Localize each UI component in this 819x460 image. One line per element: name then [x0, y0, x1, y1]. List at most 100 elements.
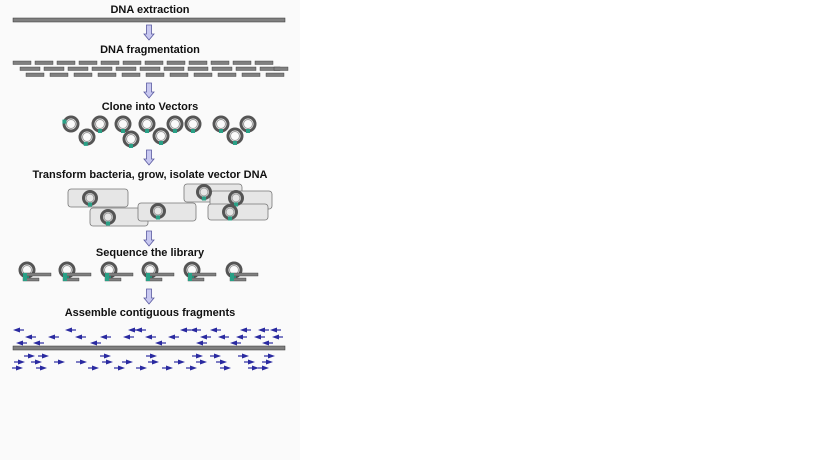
dna-fragment [232, 60, 252, 65]
plasmid-ring-inner [82, 132, 92, 142]
dna-fragment [56, 60, 76, 65]
sequence-read-tail [38, 355, 42, 357]
plasmid-ring-inner [95, 119, 105, 129]
sequence-read-arrow-icon [178, 359, 185, 365]
sequence-read-arrow-icon [25, 334, 32, 340]
sequence-read-tail [175, 336, 179, 338]
sequence-read-arrow-icon [42, 353, 49, 359]
sequence-read-tail [225, 336, 229, 338]
step-label-sequence-library: Sequence the library [95, 247, 205, 259]
plasmid-ring-icon [62, 115, 80, 133]
sequence-read-tail [23, 342, 27, 344]
sequence-read-arrow-icon [242, 353, 249, 359]
sequence-read-arrow-icon [254, 334, 261, 340]
sequence-read-tail [82, 336, 86, 338]
sequence-read-tail [197, 329, 201, 331]
sequence-read-tail [277, 329, 281, 331]
sequence-read-arrow-icon [128, 327, 135, 333]
dna-fragment [19, 66, 41, 71]
sequence-read-arrow-icon [236, 334, 243, 340]
sequence-read-tail [248, 367, 252, 369]
dna-fragment [144, 60, 164, 65]
insert-marker [173, 129, 177, 133]
sequence-read-tail [269, 342, 273, 344]
sequence-read-arrow-icon [262, 365, 269, 371]
sequence-read-tail [72, 329, 76, 331]
sequence-read-tail [174, 361, 178, 363]
dna-fragment [241, 72, 261, 77]
insert-marker [62, 119, 67, 124]
plasmid-ring-inner [243, 119, 253, 129]
read-strand [62, 272, 92, 277]
sequence-read-tail [238, 355, 242, 357]
plasmid-ring-inner [66, 119, 76, 129]
sequence-read-arrow-icon [16, 340, 23, 346]
sequence-read-arrow-icon [196, 340, 203, 346]
dna-fragment [265, 72, 285, 77]
sequence-read-tail [136, 367, 140, 369]
insert-marker [188, 273, 192, 281]
step-label-assemble-fragments: Assemble contiguous fragments [64, 307, 236, 319]
sequence-read-tail [265, 329, 269, 331]
insert-marker [159, 141, 163, 145]
dna-fragment [217, 72, 237, 77]
sequence-read-arrow-icon [80, 359, 87, 365]
read-strand [229, 272, 259, 277]
plasmid-ring-inner [225, 207, 235, 217]
sequence-read-arrow-icon [140, 365, 147, 371]
down-arrow-icon [143, 149, 155, 166]
insert-marker [121, 129, 125, 133]
insert-marker [156, 215, 160, 220]
sequence-read-tail [162, 342, 166, 344]
sequence-read-arrow-icon [33, 340, 40, 346]
sequence-read-arrow-icon [196, 353, 203, 359]
sequence-read-arrow-icon [135, 327, 142, 333]
sequence-read-arrow-icon [230, 340, 237, 346]
sequence-read-tail [130, 336, 134, 338]
dna-fragment [34, 60, 54, 65]
sequence-read-arrow-icon [210, 327, 217, 333]
plasmid-ring-inner [142, 119, 152, 129]
sequence-read-arrow-icon [214, 353, 221, 359]
plasmid-ring-inner [231, 193, 241, 203]
plasmid-ring-inner [199, 187, 209, 197]
read-strand [145, 272, 175, 277]
insert-marker [98, 129, 102, 133]
sequence-read-tail [243, 336, 247, 338]
sequence-read-tail [216, 361, 220, 363]
sequence-read-arrow-icon [150, 353, 157, 359]
plasmid-ring-inner [188, 119, 198, 129]
step-label-clone-into-vectors: Clone into Vectors [101, 101, 199, 113]
sequence-read-arrow-icon [48, 334, 55, 340]
dna-fragment [139, 66, 161, 71]
insert-marker [191, 129, 195, 133]
plasmid-ring-inner [85, 193, 95, 203]
sequence-read-arrow-icon [28, 353, 35, 359]
sequence-read-arrow-icon [58, 359, 65, 365]
sequence-read-tail [100, 355, 104, 357]
dna-fragment [100, 60, 120, 65]
dna-fragment [115, 66, 137, 71]
sequence-read-arrow-icon [13, 327, 20, 333]
dna-fragment [193, 72, 213, 77]
plasmid-ring-inner [230, 131, 240, 141]
plasmid-ring-inner [103, 212, 113, 222]
sequence-read-tail [148, 361, 152, 363]
sequence-read-tail [122, 361, 126, 363]
plasmid-ring-inner [153, 206, 163, 216]
sequence-read-arrow-icon [106, 359, 113, 365]
read-strand [104, 272, 134, 277]
dna-fragment [97, 72, 117, 77]
sequence-read-tail [32, 336, 36, 338]
sequence-read-tail [54, 361, 58, 363]
step-label-transform-bacteria: Transform bacteria, grow, isolate vector… [32, 169, 268, 181]
down-arrow-icon [143, 82, 155, 99]
insert-marker [234, 202, 238, 207]
sequence-read-arrow-icon [118, 365, 125, 371]
insert-marker [105, 273, 109, 281]
dna-strand [12, 17, 286, 23]
dna-fragment [122, 60, 142, 65]
dna-fragment [166, 60, 186, 65]
read-strand [187, 272, 217, 277]
sequence-read-tail [220, 367, 224, 369]
